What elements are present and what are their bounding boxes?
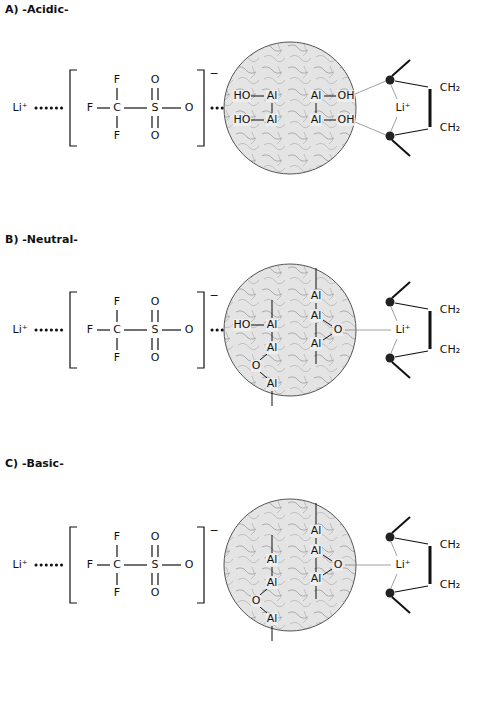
chem-label: C [112, 324, 122, 336]
surface-bond [251, 325, 264, 326]
chem-label: O [150, 531, 161, 543]
panel-heading: C) -Basic- [4, 458, 65, 470]
chem-label: − [208, 525, 219, 537]
chem-label: O [150, 296, 161, 308]
chem-label: Al [310, 310, 323, 322]
chem-label: F [113, 74, 121, 86]
chem-label: − [208, 68, 219, 80]
surface-bonds [316, 503, 391, 599]
triflate-anion [36, 292, 204, 368]
chem-label: − [208, 290, 219, 302]
chem-label: Li⁺ [395, 102, 412, 114]
chem-label: HO [233, 90, 252, 102]
chem-label: Al [266, 90, 279, 102]
chem-label: O [184, 324, 195, 336]
chem-label: F [113, 531, 121, 543]
chem-label: Al [266, 378, 279, 390]
chem-label: S [151, 324, 160, 336]
chem-label: F [86, 102, 94, 114]
chem-label: F [113, 587, 121, 599]
chem-label: HO [233, 319, 252, 331]
chem-label: CH₂ [439, 122, 461, 134]
chem-label: F [113, 296, 121, 308]
chem-label: Al [266, 114, 279, 126]
chem-label: Al [310, 114, 323, 126]
chem-label: CH₂ [439, 82, 461, 94]
panel-a-structure [36, 42, 430, 174]
panel-heading: A) -Acidic- [4, 4, 69, 16]
chem-label: Al [266, 319, 279, 331]
chem-label: Al [310, 525, 323, 537]
chem-label: CH₂ [439, 539, 461, 551]
chem-label: Al [266, 554, 279, 566]
chem-label: C [112, 102, 122, 114]
chem-label: O [150, 130, 161, 142]
chem-label: O [333, 559, 344, 571]
chem-label: F [113, 130, 121, 142]
chem-label: O [184, 102, 195, 114]
chem-label: Al [310, 545, 323, 557]
chem-label: Li⁺ [395, 559, 412, 571]
alumina-particle [224, 264, 356, 396]
chem-label: OH [337, 90, 356, 102]
ether-complex [386, 517, 431, 613]
chem-label: Al [310, 90, 323, 102]
panel-heading: B) -Neutral- [4, 234, 79, 246]
chem-label: OH [337, 114, 356, 126]
panel-c-structure [36, 499, 430, 641]
chem-label: O [184, 559, 195, 571]
chem-label: Al [266, 577, 279, 589]
chem-label: Li⁺ [12, 559, 29, 571]
chem-label: F [113, 352, 121, 364]
chem-label: O [150, 352, 161, 364]
chem-label: Al [310, 338, 323, 350]
chem-label: O [251, 360, 262, 372]
chem-label: Li⁺ [395, 324, 412, 336]
ether-complex [386, 282, 431, 378]
chem-label: CH₂ [439, 344, 461, 356]
triflate-anion [36, 70, 204, 146]
chem-label: Al [266, 613, 279, 625]
chem-label: CH₂ [439, 304, 461, 316]
chem-label: Li⁺ [12, 324, 29, 336]
chem-label: O [150, 587, 161, 599]
chem-label: C [112, 559, 122, 571]
triflate-anion [36, 527, 204, 603]
chem-label: HO [233, 114, 252, 126]
chem-label: Al [310, 573, 323, 585]
surface-bonds [316, 268, 391, 364]
panel-b-structure [36, 264, 430, 406]
chem-label: Al [310, 290, 323, 302]
chem-label: F [86, 324, 94, 336]
alumina-particle [224, 499, 356, 631]
surface-bonds [251, 81, 386, 135]
chem-label: O [150, 74, 161, 86]
chem-label: Al [266, 342, 279, 354]
chem-label: F [86, 559, 94, 571]
chem-label: O [251, 595, 262, 607]
chem-label: CH₂ [439, 579, 461, 591]
alumina-particle [224, 42, 356, 174]
chem-label: S [151, 102, 160, 114]
chem-label: O [333, 324, 344, 336]
chem-label: S [151, 559, 160, 571]
ether-complex [386, 60, 431, 156]
chem-label: Li⁺ [12, 102, 29, 114]
